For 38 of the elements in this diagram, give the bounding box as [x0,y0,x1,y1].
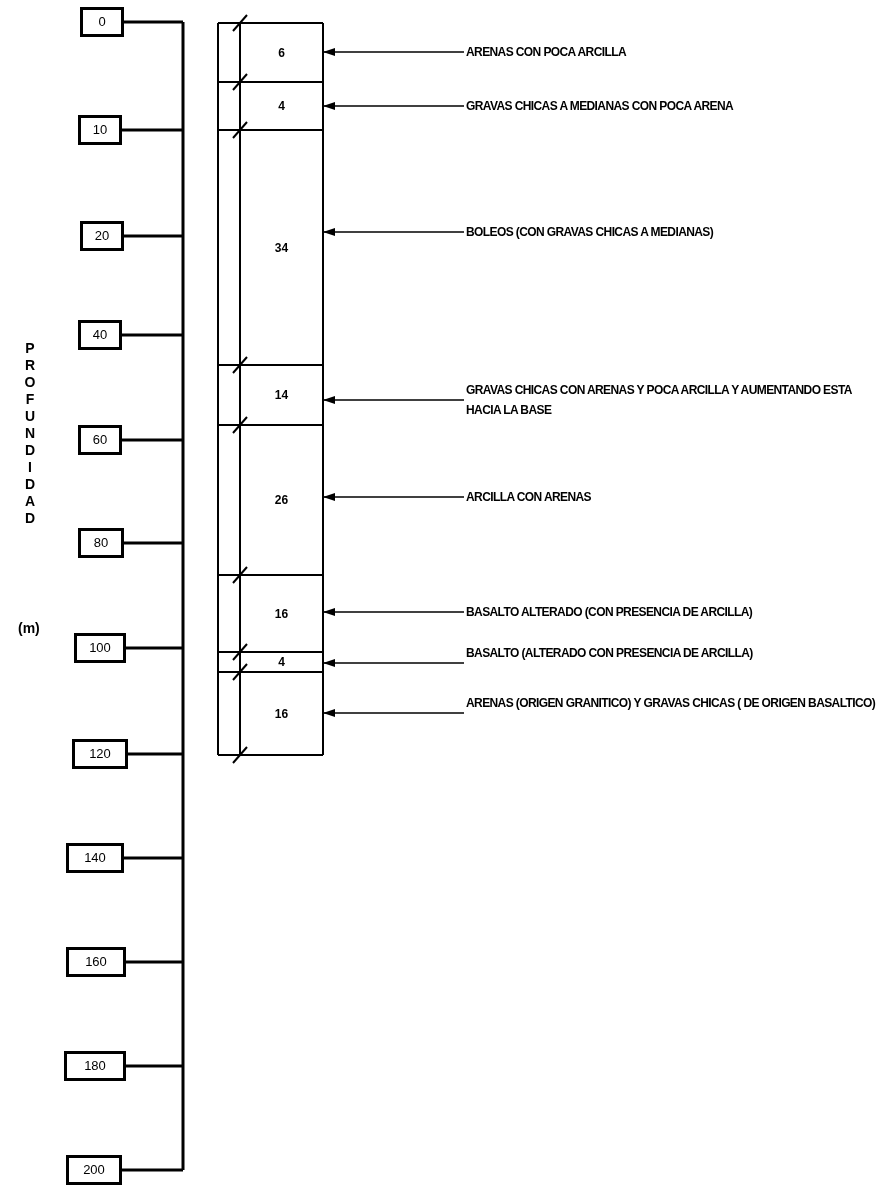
layer-thickness: 34 [274,240,289,255]
unit-label: (m) [18,620,40,636]
layer-description: BASALTO (ALTERADO CON PRESENCIA DE ARCILLA) [466,643,886,663]
layer-description: ARENAS CON POCA ARCILLA [466,42,886,62]
layer-description: GRAVAS CHICAS A MEDIANAS CON POCA ARENA [466,96,886,116]
depth-label: 140 [66,843,124,873]
depth-label: 40 [78,320,122,350]
axis-title: PROFUNDIDAD [22,340,38,527]
depth-label: 200 [66,1155,122,1185]
layer-description: BASALTO ALTERADO (CON PRESENCIA DE ARCILLA) [466,602,886,622]
depth-label: 180 [64,1051,126,1081]
depth-label: 0 [80,7,124,37]
depth-label: 100 [74,633,126,663]
layer-thickness: 6 [278,45,285,60]
layer-thickness: 4 [278,99,285,113]
layer-description: ARENAS (ORIGEN GRANITICO) Y GRAVAS CHICAS ( DE ORIGEN BASALTICO) [466,693,886,713]
layer-description: BOLEOS (CON GRAVAS CHICAS A MEDIANAS) [466,222,886,242]
arrow [323,608,465,616]
depth-label: 80 [78,528,124,558]
arrow [323,659,465,667]
depth-label: 20 [80,221,124,251]
layer-description: ARCILLA CON ARENAS [466,487,886,507]
arrow [323,102,465,110]
layer-thickness: 16 [274,706,289,721]
arrow [323,228,465,236]
layer-thickness: 16 [274,606,289,621]
depth-label: 160 [66,947,126,977]
layer-thickness: 14 [274,388,289,402]
arrow [323,396,465,404]
arrow [323,709,465,717]
depth-label: 60 [78,425,122,455]
depth-label: 10 [78,115,122,145]
arrow [323,48,465,56]
layer-thickness: 4 [278,655,285,669]
arrow [323,493,465,501]
layer-description: GRAVAS CHICAS CON ARENAS Y POCA ARCILLA Y AUMENTANDO ESTA HACIA LA BASE [466,380,886,420]
layer-thickness: 26 [274,493,289,507]
depth-label: 120 [72,739,128,769]
